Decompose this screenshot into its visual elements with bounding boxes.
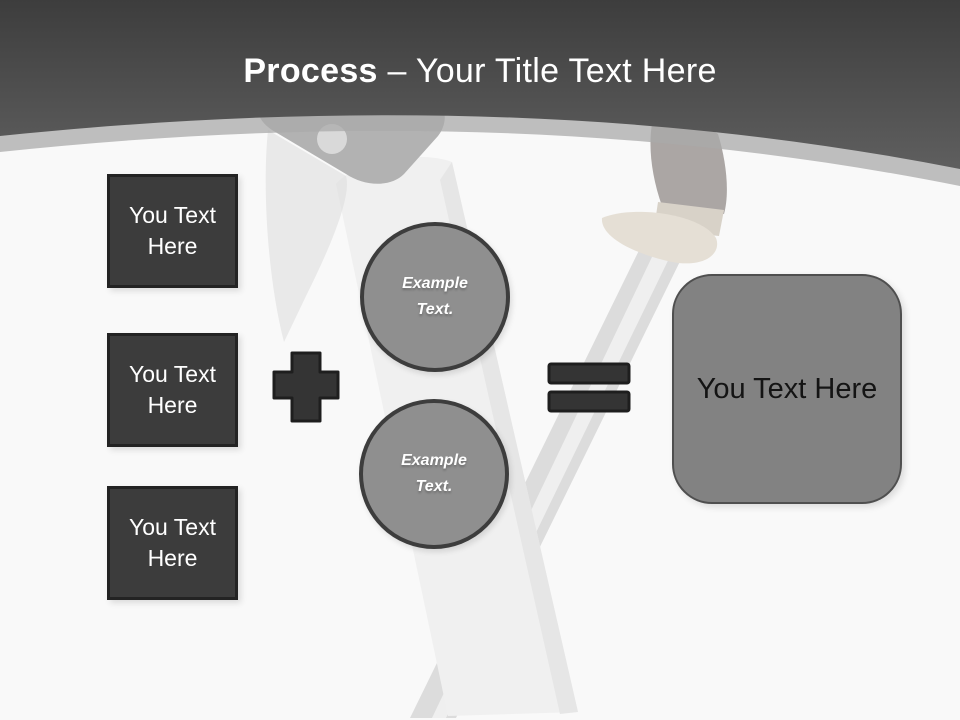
equals-icon — [547, 362, 631, 413]
example-circle-1[interactable]: Example Text. — [360, 222, 510, 372]
title-rest-text: – Your Title Text Here — [377, 52, 717, 90]
knife-bolster-shape — [265, 130, 347, 342]
result-box[interactable]: You Text Here — [672, 274, 902, 504]
input-box-label: You Text Here — [129, 513, 216, 571]
header-banner — [0, 0, 960, 186]
input-box-1[interactable]: You Text Here — [107, 174, 238, 288]
result-box-label: You Text Here — [696, 372, 878, 405]
example-circle-2[interactable]: Example Text. — [359, 399, 509, 549]
example-circle-label: Example Text. — [402, 275, 468, 318]
example-circle-label: Example Text. — [401, 452, 467, 495]
title-emphasis-text: Process — [243, 52, 378, 90]
steel-guard-shape — [601, 211, 718, 264]
input-box-3[interactable]: You Text Here — [107, 486, 238, 600]
slide-title[interactable]: Process – Your Title Text Here — [0, 52, 960, 91]
input-box-label: You Text Here — [129, 201, 216, 259]
plus-icon — [272, 351, 340, 423]
header-curve — [0, 0, 960, 169]
knife-rivet-shape — [317, 124, 347, 154]
input-box-label: You Text Here — [129, 360, 216, 418]
input-box-2[interactable]: You Text Here — [107, 333, 238, 447]
